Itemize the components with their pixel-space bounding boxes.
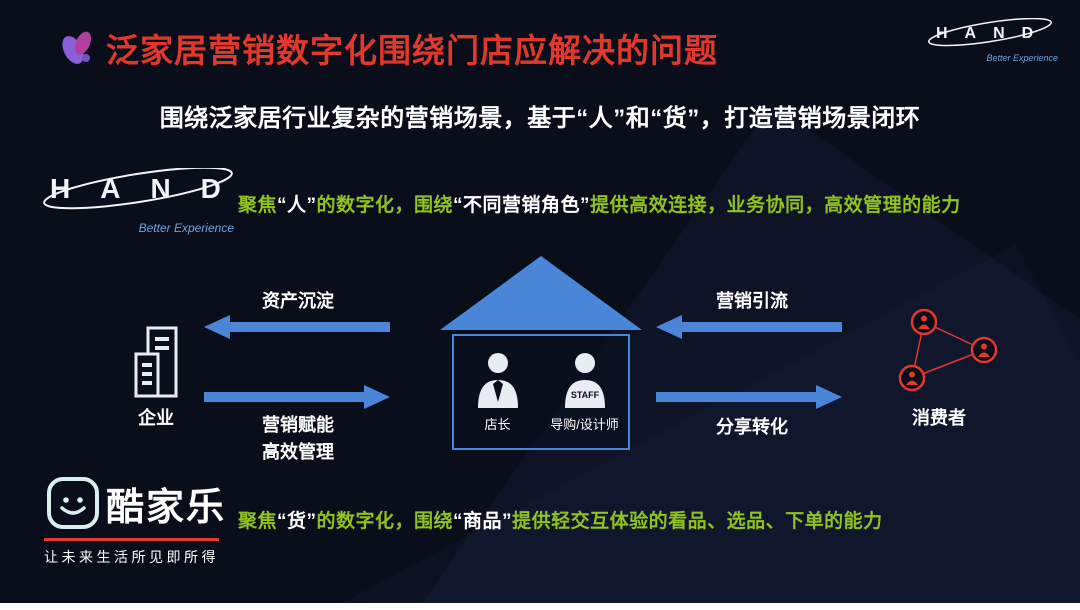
consumer-node-icon [910, 308, 938, 336]
arrow-left-traffic-icon [656, 315, 842, 339]
consumer-node-icon [970, 336, 998, 364]
enterprise-label: 企业 [138, 408, 174, 428]
arrow-label-asset: 资产沉淀 [262, 291, 334, 311]
hand-logo-top: HAND Better Experience [924, 17, 1064, 63]
arrow-label-empower: 营销赋能 高效管理 [262, 415, 334, 462]
staff-badge: STAFF [570, 390, 599, 400]
hand-wordmark: HAND [50, 173, 238, 204]
consumer-label: 消费者 [912, 408, 966, 428]
enterprise-building-icon [134, 326, 178, 398]
arrow-left-asset-icon [204, 315, 390, 339]
guide-label: 导购/设计师 [550, 417, 619, 432]
hand-tagline: Better Experience [138, 221, 234, 235]
kujiale-logo-icon [47, 477, 99, 529]
store-manager: 店长 [454, 350, 541, 433]
hand-logo-icon: HAND [43, 166, 238, 210]
subtitle: 围绕泛家居行业复杂的营销场景，基于“人”和“货”，打造营销场景闭环 [159, 105, 921, 132]
hand-logo-left: HAND Better Experience [38, 166, 238, 235]
consumer-node-icon [898, 364, 926, 392]
arrow-right-empower-icon [204, 385, 390, 409]
kujiale-tagline: 让未来生活所见即所得 [44, 538, 219, 567]
arrow-label-traffic: 营销引流 [716, 291, 788, 311]
hand-wordmark: HAND [936, 25, 1050, 42]
focus-goods-text: 聚焦“货”的数字化，围绕“商品”提供轻交互体验的看品、选品、下单的能力 [238, 511, 883, 532]
store-box: 店长 STAFF 导购/设计师 [452, 334, 630, 450]
arrow-label-share: 分享转化 [716, 417, 788, 437]
store-roof-icon [440, 256, 642, 330]
staff-person-icon: STAFF [564, 353, 605, 408]
page-title: 泛家居营销数字化围绕门店应解决的问题 [106, 32, 718, 69]
title-logo-icon [62, 31, 92, 64]
manager-label: 店长 [484, 417, 511, 432]
consumer-network-icon [898, 308, 998, 392]
store-guide: STAFF 导购/设计师 [541, 350, 628, 433]
hand-tagline: Better Experience [986, 53, 1058, 63]
header: 泛家居营销数字化围绕门店应解决的问题 [60, 24, 718, 72]
arrow-right-share-icon [656, 385, 842, 409]
focus-people-text: 聚焦“人”的数字化，围绕“不同营销角色”提供高效连接，业务协同，高效管理的能力 [238, 195, 961, 216]
hand-logo-icon: HAND [927, 17, 1053, 47]
kujiale-wordmark: 酷家乐 [106, 487, 227, 529]
manager-person-icon [477, 353, 518, 408]
